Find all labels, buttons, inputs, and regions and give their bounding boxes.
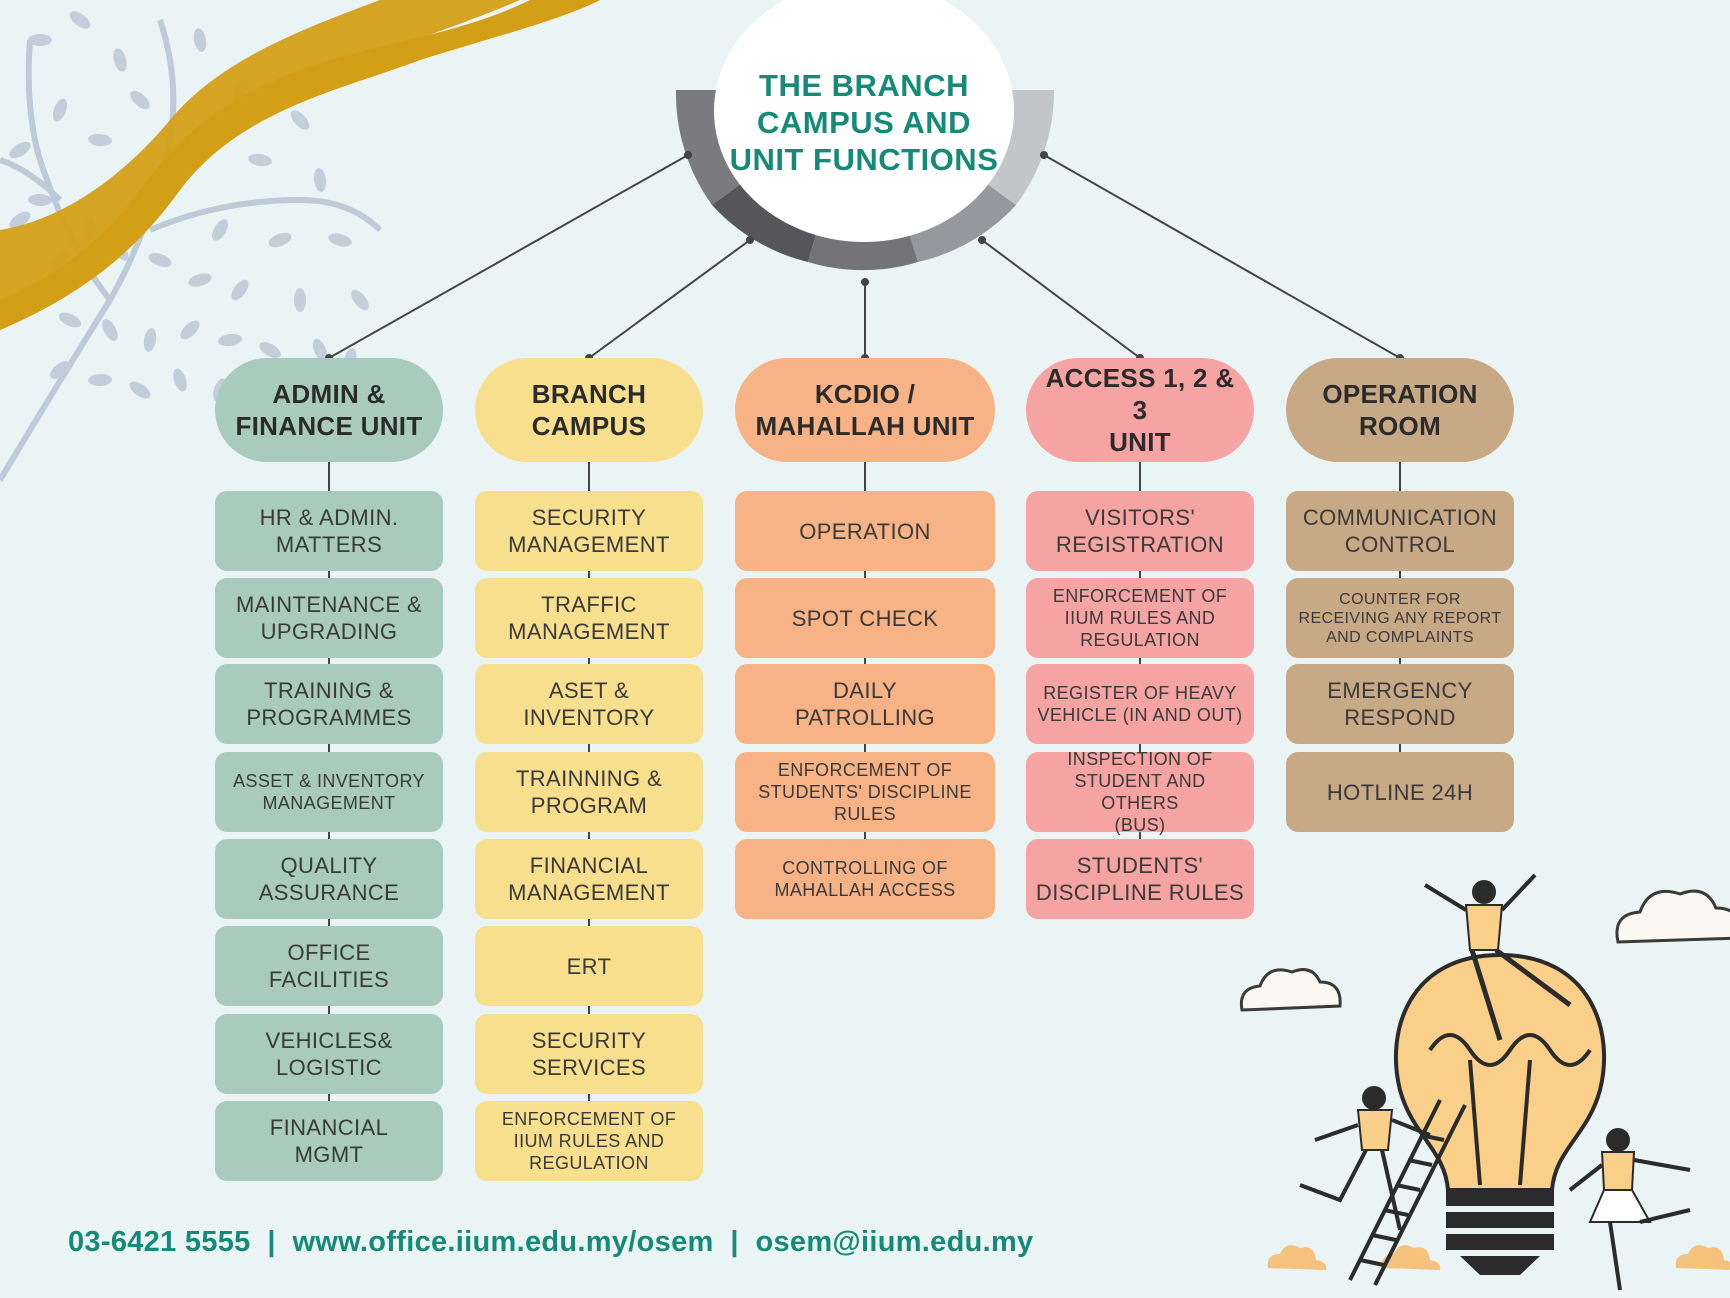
leaf-shape — [218, 333, 242, 347]
access-units-header: ACCESS 1, 2 & 3 UNIT — [1026, 358, 1254, 462]
branch-campus-item: TRAINNING & PROGRAM — [475, 752, 703, 832]
cloud-small-decoration — [1267, 1245, 1730, 1270]
connector-dot — [1040, 151, 1048, 159]
leaf-shape — [58, 312, 82, 328]
leaf-shape — [248, 153, 272, 167]
admin-finance-header: ADMIN & FINANCE UNIT — [215, 358, 443, 462]
connector-dot — [978, 236, 986, 244]
kcdio-mahallah-item: OPERATION — [735, 491, 995, 571]
leaf-shape — [193, 28, 207, 52]
kcdio-mahallah-item: SPOT CHECK — [735, 578, 995, 658]
operation-room-item: COUNTER FOR RECEIVING ANY REPORT AND COM… — [1286, 578, 1514, 658]
access-units-item: ENFORCEMENT OF IIUM RULES AND REGULATION — [1026, 578, 1254, 658]
leaf-shape — [211, 219, 229, 241]
leaf-shape — [88, 133, 112, 147]
branch-campus-item: ERT — [475, 926, 703, 1006]
leaf-shape — [28, 193, 52, 207]
leaf-shape — [148, 253, 172, 267]
connector-dot — [861, 278, 869, 286]
leaf-shape — [113, 48, 127, 72]
leaf-shape — [188, 273, 212, 287]
admin-finance-item: QUALITY ASSURANCE — [215, 839, 443, 919]
leaf-shape — [9, 211, 31, 229]
branch-campus-header: BRANCH CAMPUS — [475, 358, 703, 462]
admin-finance-item: VEHICLES& LOGISTIC — [215, 1014, 443, 1094]
connector-line — [588, 239, 751, 359]
leaf-shape — [130, 90, 150, 110]
admin-finance-item: ASSET & INVENTORY MANAGEMENT — [215, 752, 443, 832]
leaf-shape — [49, 361, 71, 379]
admin-finance-item: OFFICE FACILITIES — [215, 926, 443, 1006]
leaf-shape — [259, 342, 281, 358]
branch-campus-item: TRAFFIC MANAGEMENT — [475, 578, 703, 658]
leaf-shape — [290, 110, 310, 130]
leaf-shape — [69, 11, 91, 29]
admin-finance-item: MAINTENANCE & UPGRADING — [215, 578, 443, 658]
kcdio-mahallah-item: DAILY PATROLLING — [735, 664, 995, 744]
leaf-shape — [328, 233, 352, 247]
cloud-decoration — [1239, 889, 1730, 1012]
connector-dot — [684, 151, 692, 159]
branch-campus-item: ASET & INVENTORY — [475, 664, 703, 744]
leaf-shape — [231, 279, 249, 301]
leaf-shape — [268, 232, 292, 248]
branch-campus-item: ENFORCEMENT OF IIUM RULES AND REGULATION — [475, 1101, 703, 1181]
title-circle: THE BRANCH CAMPUS AND UNIT FUNCTIONS — [714, 0, 1014, 242]
operation-room-header: OPERATION ROOM — [1286, 358, 1514, 462]
leaf-shape — [313, 168, 327, 192]
leaf-shape — [88, 373, 112, 387]
leaf-shape — [102, 319, 118, 341]
leaf-shape — [293, 288, 307, 312]
connector-line — [1043, 154, 1401, 359]
connector-dot — [746, 236, 754, 244]
leaf-shape — [28, 34, 52, 46]
leaf-shape — [52, 98, 68, 122]
leaf-shape — [143, 328, 157, 352]
branch-campus-item: FINANCIAL MANAGEMENT — [475, 839, 703, 919]
contact-footer: 03-6421 5555 | www.office.iium.edu.my/os… — [68, 1226, 1034, 1258]
kcdio-mahallah-item: CONTROLLING OF MAHALLAH ACCESS — [735, 839, 995, 919]
access-units-item: INSPECTION OF STUDENT AND OTHERS (BUS) — [1026, 749, 1254, 835]
connector-line — [328, 154, 689, 359]
leaf-shape — [9, 141, 31, 159]
operation-room-item: EMERGENCY RESPOND — [1286, 664, 1514, 744]
leaf-shape — [173, 368, 187, 392]
admin-finance-item: FINANCIAL MGMT — [215, 1101, 443, 1181]
operation-room-item: HOTLINE 24H — [1286, 752, 1514, 832]
connector-line — [981, 239, 1141, 359]
leaf-shape — [312, 338, 328, 362]
admin-finance-item: TRAINING & PROGRAMMES — [215, 664, 443, 744]
diagram-title: THE BRANCH CAMPUS AND UNIT FUNCTIONS — [729, 67, 999, 177]
branch-campus-item: SECURITY MANAGEMENT — [475, 491, 703, 571]
access-units-item: REGISTER OF HEAVY VEHICLE (IN AND OUT) — [1026, 664, 1254, 744]
admin-finance-item: HR & ADMIN. MATTERS — [215, 491, 443, 571]
operation-room-item: COMMUNICATION CONTROL — [1286, 491, 1514, 571]
light-bulb-illustration — [1299, 873, 1691, 1291]
leaf-shape — [180, 320, 200, 340]
access-units-item: STUDENTS' DISCIPLINE RULES — [1026, 839, 1254, 919]
kcdio-mahallah-item: ENFORCEMENT OF STUDENTS' DISCIPLINE RULE… — [735, 752, 995, 832]
access-units-item: VISITORS' REGISTRATION — [1026, 491, 1254, 571]
kcdio-mahallah-header: KCDIO / MAHALLAH UNIT — [735, 358, 995, 462]
branch-campus-item: SECURITY SERVICES — [475, 1014, 703, 1094]
leaf-shape — [129, 381, 151, 399]
leaf-shape — [351, 289, 369, 311]
